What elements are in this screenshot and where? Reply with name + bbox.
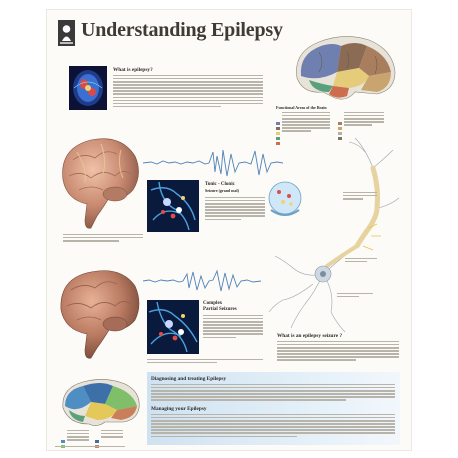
managing-body	[151, 414, 395, 439]
what-is-epilepsy-body	[113, 75, 263, 109]
seizure-question-body	[277, 341, 399, 363]
brain-lobes-illustration	[296, 36, 396, 100]
eeg-trace-complex-partial	[143, 269, 261, 292]
tonic-clonic-body	[205, 197, 265, 222]
brain-tonic-clonic-illustration	[62, 138, 139, 229]
diagnosing-body	[151, 384, 395, 402]
axon-caption	[345, 258, 377, 264]
lobes-heading: Functional Areas of the Brain	[276, 105, 327, 110]
brain-scan-image	[69, 66, 107, 110]
diagnosing-heading: Diagnosing and treating Epilepsy	[151, 376, 227, 382]
managing-heading: Managing your Epilepsy	[151, 406, 207, 412]
brain-regions-illustration	[62, 379, 140, 426]
complex-partial-heading: Complex Partial Seizures	[203, 301, 237, 312]
brain-complex-partial-illustration	[60, 270, 140, 359]
neuron-diagram	[268, 137, 400, 333]
seizure-question-heading: What is an epilepsy seizure ?	[277, 333, 343, 339]
what-is-epilepsy-heading: What is epilepsy?	[113, 67, 153, 73]
footer-fine-print	[55, 446, 125, 449]
page-title: Understanding Epilepsy	[81, 19, 283, 41]
epilepsy-poster: Understanding Epilepsy Functional Areas …	[47, 10, 411, 450]
synapse-caption	[343, 192, 377, 201]
lobes-legend	[276, 112, 396, 145]
brain-regions-legend	[61, 430, 141, 448]
complex-partial-caption	[147, 359, 263, 365]
tonic-clonic-caption	[63, 234, 143, 243]
dendrite-caption	[337, 293, 373, 299]
tonic-clonic-heading: Tonic - Clonic Seizure (grand mal)	[205, 182, 239, 193]
publisher-logo-icon	[58, 20, 75, 46]
neuron-micrograph-tonic-clonic	[147, 180, 199, 232]
neuron-micrograph-complex-partial	[147, 300, 199, 354]
eeg-trace-tonic-clonic	[143, 149, 283, 177]
complex-partial-body	[203, 315, 263, 340]
